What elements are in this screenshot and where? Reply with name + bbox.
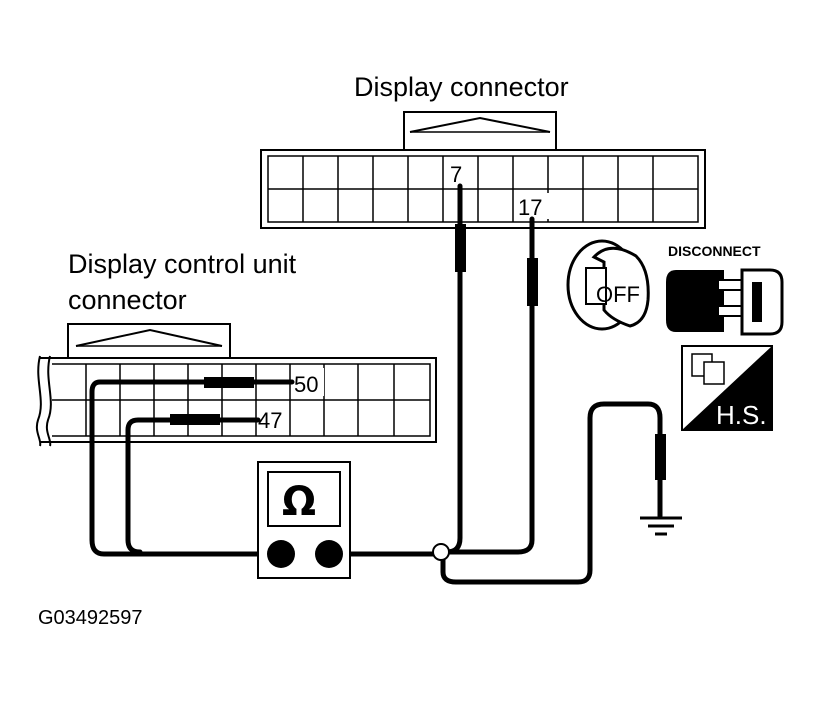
display-pin-7: 7 [450,162,462,187]
display-connector [260,111,706,229]
ohm-symbol: Ω [282,479,316,525]
display-pin-17: 17 [518,195,542,220]
figure-id: G03492597 [38,607,143,629]
display-connector-label: Display connector [354,72,569,102]
harness-sign-icon: H.S. [681,345,773,431]
dcu-pin-50: 50 [294,372,318,397]
harness-sign-text: H.S. [716,400,767,430]
ignition-off-text: OFF [596,282,640,307]
ohmmeter-icon: Ω [257,461,351,579]
probe-sleeves [170,224,666,480]
disconnect-text: DISCONNECT [668,243,761,259]
disconnect-icon: DISCONNECT [666,243,784,336]
junction-point [432,543,450,561]
ignition-off-icon: OFF [566,239,650,331]
display-control-unit-label: Display control unit [68,249,297,279]
display-control-unit-connector [35,323,437,447]
display-control-unit-label-line2: connector [68,285,187,315]
probe-wires [89,183,663,585]
ground-icon [640,516,682,536]
dcu-pin-47: 47 [258,408,282,433]
